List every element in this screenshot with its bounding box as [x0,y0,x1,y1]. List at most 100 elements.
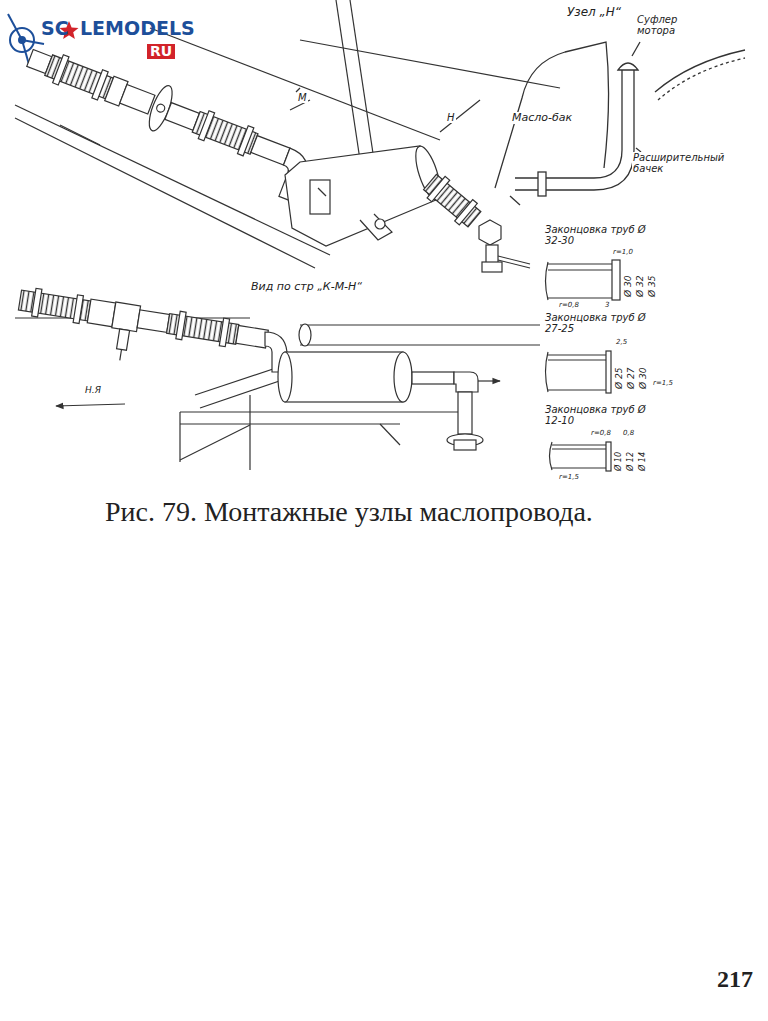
filter-body [394,352,412,402]
frame-tubes [60,125,100,145]
valve [498,260,530,268]
filter-body [458,392,472,434]
oil-pipe [112,302,141,332]
dimension: 0,8 [622,430,635,438]
filter-body [360,214,392,240]
frame-tubes [15,118,315,268]
pipe-end-detail [606,442,611,471]
oil-hose [427,176,450,201]
frame-tubes [350,0,374,160]
dimension: r=0,8 [590,430,612,438]
pipe-end-detail [548,263,612,264]
dimension: r=1,5 [558,474,580,482]
frame-tubes [150,28,440,140]
dimension: 3 [604,302,610,310]
oil-pipe [53,55,69,85]
filter-body [265,332,500,450]
flight-arrow [56,404,125,406]
frame-tubes [180,423,400,424]
breather-pipe [510,42,641,205]
frame-tubes [300,344,540,345]
point-letter: Н [446,112,456,123]
figure-caption: Рис. 79. Монтажные узлы маслопровода. [105,496,593,528]
dimension: r=1,5 [652,380,674,388]
frame-tubes [299,324,311,346]
pipe-end-detail [548,297,612,298]
frame-tubes [15,0,560,268]
filter-body [285,144,445,246]
part-label: Суфлер мотора [636,14,694,36]
dimension: r=1,0 [612,249,634,257]
oil-pipe [16,36,319,203]
detail-title: Узел „Н“ [566,6,622,19]
valve [479,220,501,245]
detail-title: Законцовка труб Ø 32-30 [544,224,656,246]
oil-tank [655,50,745,92]
frame-tubes [15,105,330,255]
oil-pipe [73,295,83,324]
breather-pipe [510,196,520,205]
dimension: r=0,8 [558,302,580,310]
filter-body [278,352,292,402]
breather-pipe [618,63,638,70]
filter-body [285,146,436,246]
oil-pipe [176,311,186,340]
oil-pipe [13,286,269,382]
part-label: Масло-бак [511,112,573,124]
point-letter: М [297,92,308,103]
logo-text: LEMODELS [79,18,196,39]
pipe-end-detail [552,448,606,449]
pipe-end-detail [548,354,606,355]
oil-pipe [251,136,290,165]
oil-hose [455,200,478,225]
pipe-end-detail [612,260,620,300]
oil-pipe [32,288,42,317]
dimension: Ø 10 [615,451,624,472]
dimension: 2,5 [615,339,628,347]
frame-tubes [180,411,460,412]
oil-pipe [92,70,108,100]
oil-pipe [219,318,229,347]
page-number: 217 [716,966,754,992]
frame-tubes [180,425,250,460]
dimension: Ø 25 [615,367,625,390]
logo-icon [8,14,22,40]
filter-body [285,352,403,402]
oil-pipe [87,299,115,327]
dimension: Ø 27 [627,367,637,390]
oil-pipe [120,349,122,360]
breather-pipe [515,70,634,190]
logo-text: SC [40,18,70,39]
dimension: Ø 32 [636,275,646,298]
frame-tubes [15,318,540,470]
oil-pipe [198,111,214,141]
part-label: Расширительный бачек [632,152,714,174]
dimension: Ø 12 [627,451,636,472]
oil-tank [495,42,609,188]
filter-body [310,180,330,214]
breather-pipe [538,172,546,196]
pipe-end-detail [546,262,549,300]
frame-tubes [179,412,180,462]
oil-hose [424,174,481,227]
pipe-end-detail [546,352,549,392]
pipe-end-detail [546,260,621,471]
pipe-end-detail [548,269,612,270]
filter-body [318,188,326,196]
dimension: Ø 35 [648,275,658,298]
logo-text: RU [147,44,175,59]
frame-tubes [300,40,560,88]
view-title: Вид по стр „К-М-Н“ [250,281,363,293]
oil-hose [421,171,483,230]
pipe-end-detail [606,351,611,393]
pipe-end-detail [548,389,606,390]
valve [498,256,530,264]
dimension: Ø 14 [639,451,648,472]
frame-tubes [249,395,250,470]
oil-tank [658,58,745,100]
oil-pipe [156,103,166,113]
oil-pipe [236,326,268,348]
oil-tank [495,42,745,188]
oil-pipe [120,85,155,114]
logo-icon [10,28,34,52]
